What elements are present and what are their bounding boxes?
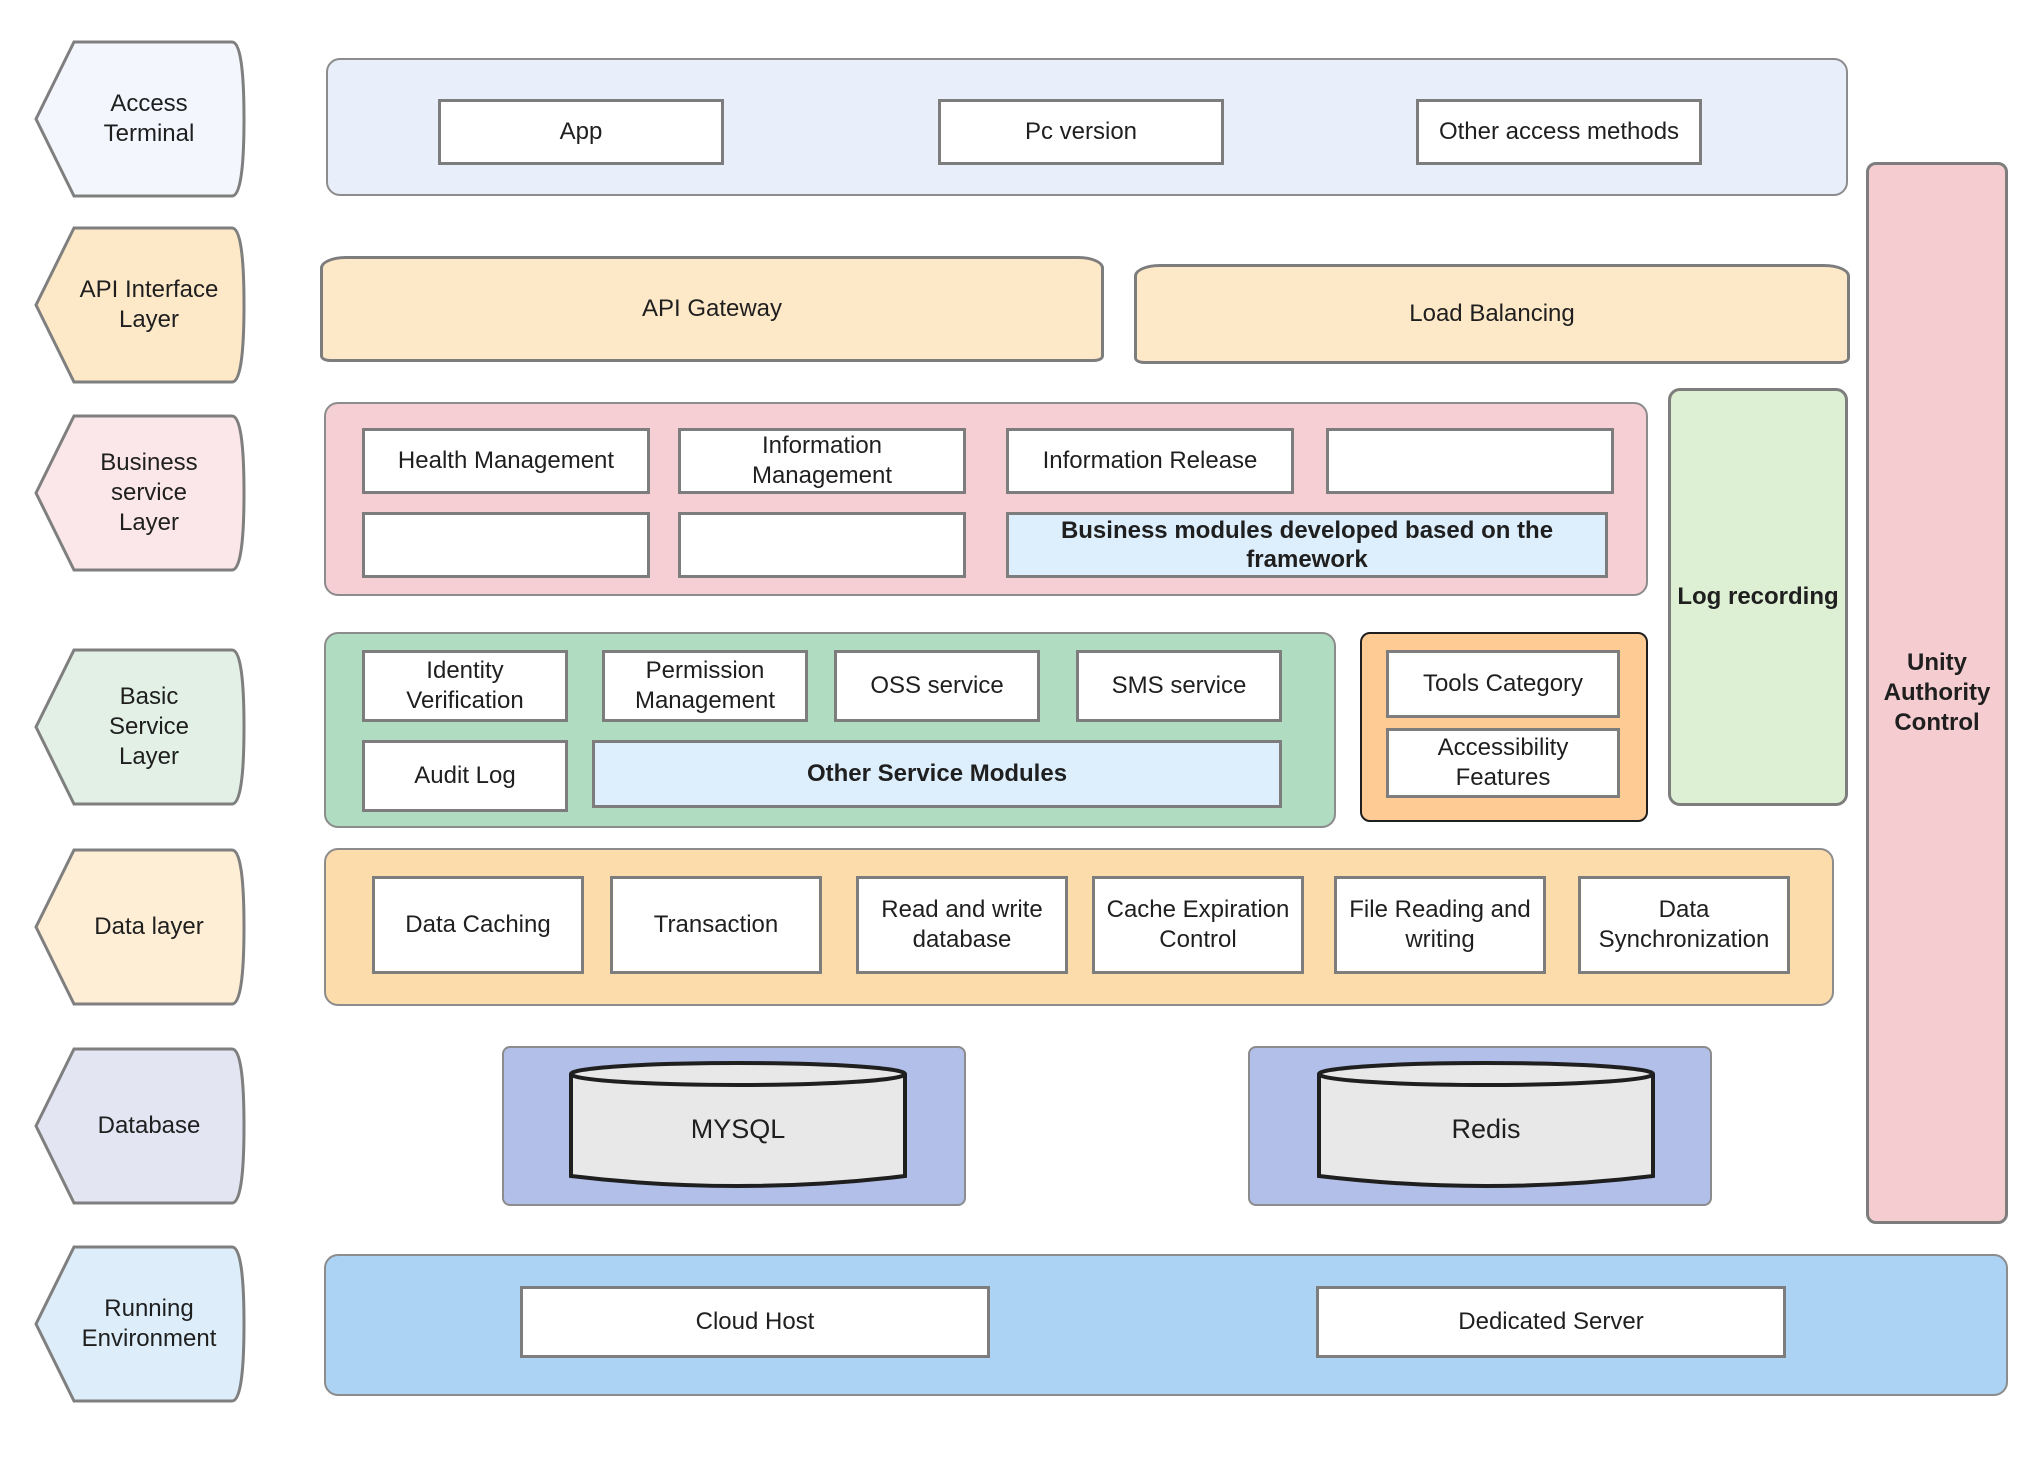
information-release-box: Information Release [1006,428,1294,494]
log-recording-box: Log recording [1668,388,1848,806]
layer-tab-business-service: Business service Layer [34,414,246,572]
pc-version-box: Pc version [938,99,1224,165]
tab-shape [34,414,246,572]
layer-label-access-terminal: Access Terminal [103,90,195,147]
redis-label: Redis [1451,1113,1521,1144]
unity-authority-control-box: Unity Authority Control [1866,162,2008,1224]
oss-service-box: OSS service [834,650,1040,722]
other-service-modules-box: Other Service Modules [592,740,1282,808]
tab-shape [34,1245,246,1403]
data-synchronization-box: Data Synchronization [1578,876,1790,974]
empty-module-box [362,512,650,578]
layer-tab-data: Data layer [34,848,246,1006]
tab-shape [34,226,246,384]
database-cylinder-icon [569,1061,907,1188]
file-reading-writing-box: File Reading and writing [1334,876,1546,974]
layer-label-business-service: Business service Layer [100,449,198,536]
tab-shape [34,648,246,806]
data-caching-box: Data Caching [372,876,584,974]
empty-module-box [678,512,966,578]
identity-verification-box: Identity Verification [362,650,568,722]
layer-label-basic-service: Basic Service Layer [108,683,190,770]
read-write-database-box: Read and write database [856,876,1068,974]
transaction-box: Transaction [610,876,822,974]
information-management-box: Information Management [678,428,966,494]
layer-label-data: Data layer [94,913,204,940]
tab-shape [34,40,246,198]
sms-service-box: SMS service [1076,650,1282,722]
mysql-label: MYSQL [690,1113,786,1144]
tab-shape [34,848,246,1006]
audit-log-box: Audit Log [362,740,568,812]
framework-business-modules-box: Business modules developed based on the … [1006,512,1608,578]
tab-shape [34,1047,246,1205]
layer-label-database: Database [97,1112,201,1139]
health-management-box: Health Management [362,428,650,494]
layer-tab-api-interface: API Interface Layer [34,226,246,384]
dedicated-server-box: Dedicated Server [1316,1286,1786,1358]
cache-expiration-control-box: Cache Expiration Control [1092,876,1304,974]
permission-management-box: Permission Management [602,650,808,722]
accessibility-features-box: Accessibility Features [1386,728,1620,798]
layer-label-running-environment: Running Environment [81,1295,217,1352]
layer-tab-database: Database [34,1047,246,1205]
layer-tab-access-terminal: Access Terminal [34,40,246,198]
tools-category-box: Tools Category [1386,650,1620,718]
load-balancing-box: Load Balancing [1134,264,1850,364]
redis-cylinder: Redis [1316,1060,1656,1192]
other-access-methods-box: Other access methods [1416,99,1702,165]
layer-label-api-interface: API Interface Layer [79,276,219,333]
layer-tab-running-environment: Running Environment [34,1245,246,1403]
api-gateway-box: API Gateway [320,256,1104,362]
app-box: App [438,99,724,165]
mysql-cylinder: MYSQL [568,1060,908,1192]
layer-tab-basic-service: Basic Service Layer [34,648,246,806]
cloud-host-box: Cloud Host [520,1286,990,1358]
empty-module-box [1326,428,1614,494]
database-cylinder-icon [1317,1061,1655,1188]
